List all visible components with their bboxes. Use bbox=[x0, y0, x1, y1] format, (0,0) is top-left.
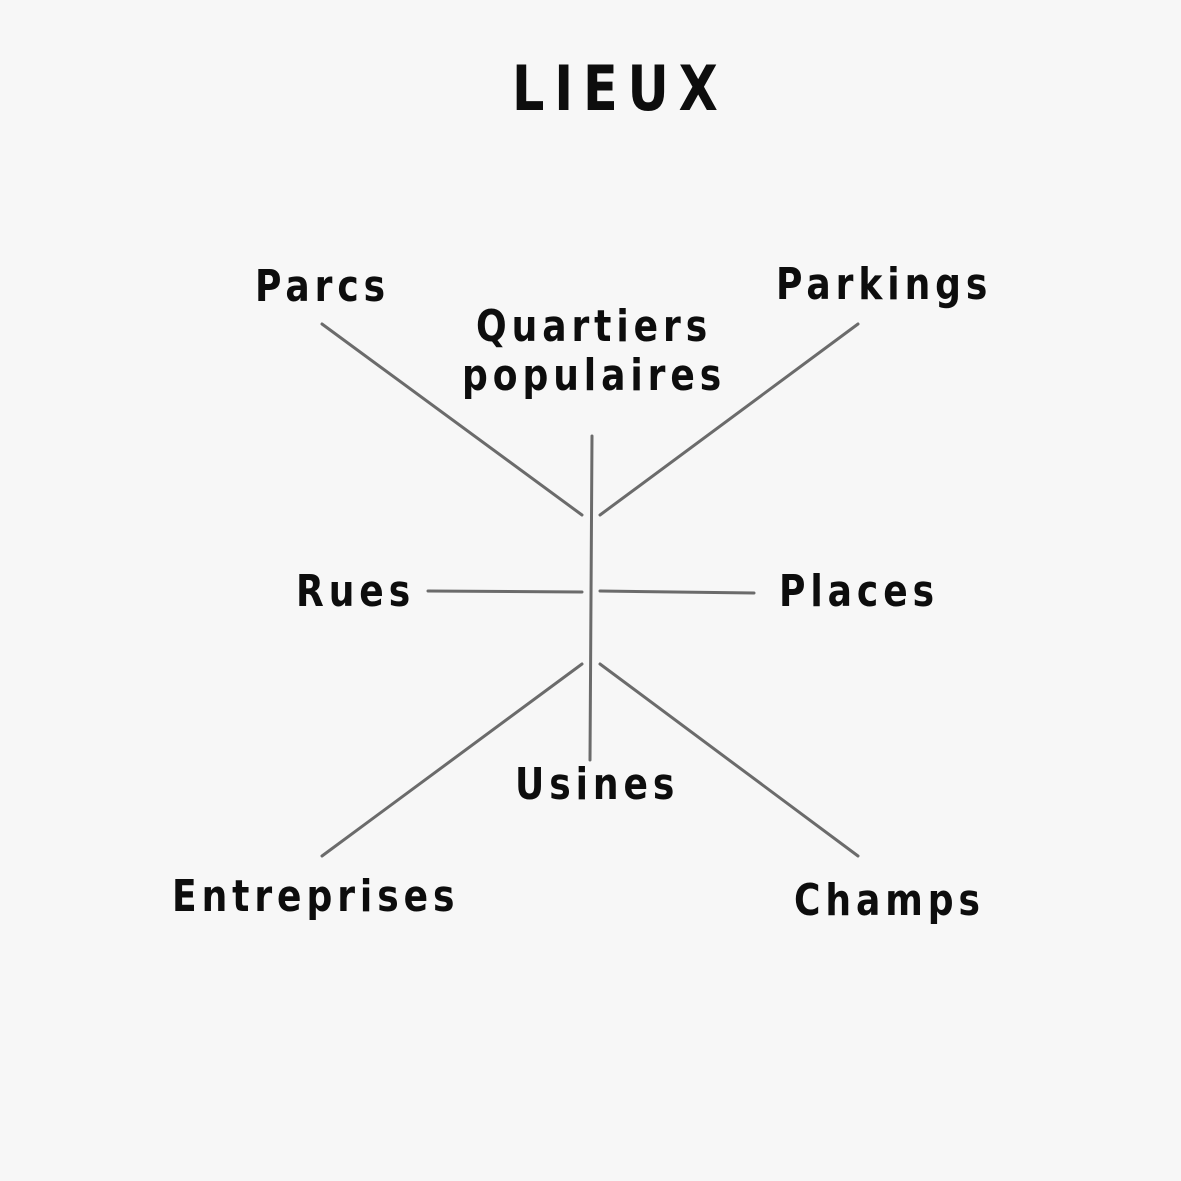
spoke-champs bbox=[598, 662, 860, 858]
label-parcs: Parcs bbox=[255, 261, 391, 312]
label-places: Places bbox=[779, 566, 940, 617]
label-champs: Champs bbox=[794, 875, 985, 926]
diagram-title: LIEUX bbox=[512, 52, 728, 125]
label-entreprises: Entreprises bbox=[172, 871, 460, 922]
spoke-entreprises bbox=[320, 662, 584, 858]
label-parkings: Parkings bbox=[776, 259, 993, 310]
label-quartiers-populaires: Quartiers populaires bbox=[462, 301, 727, 402]
label-usines: Usines bbox=[515, 759, 680, 810]
spoke-places bbox=[598, 589, 756, 595]
spoke-quartiers-usines bbox=[588, 434, 594, 762]
label-rues: Rues bbox=[296, 566, 416, 617]
spoke-parkings bbox=[598, 322, 860, 517]
spoke-parcs bbox=[320, 322, 584, 517]
spoke-rues bbox=[426, 589, 584, 594]
